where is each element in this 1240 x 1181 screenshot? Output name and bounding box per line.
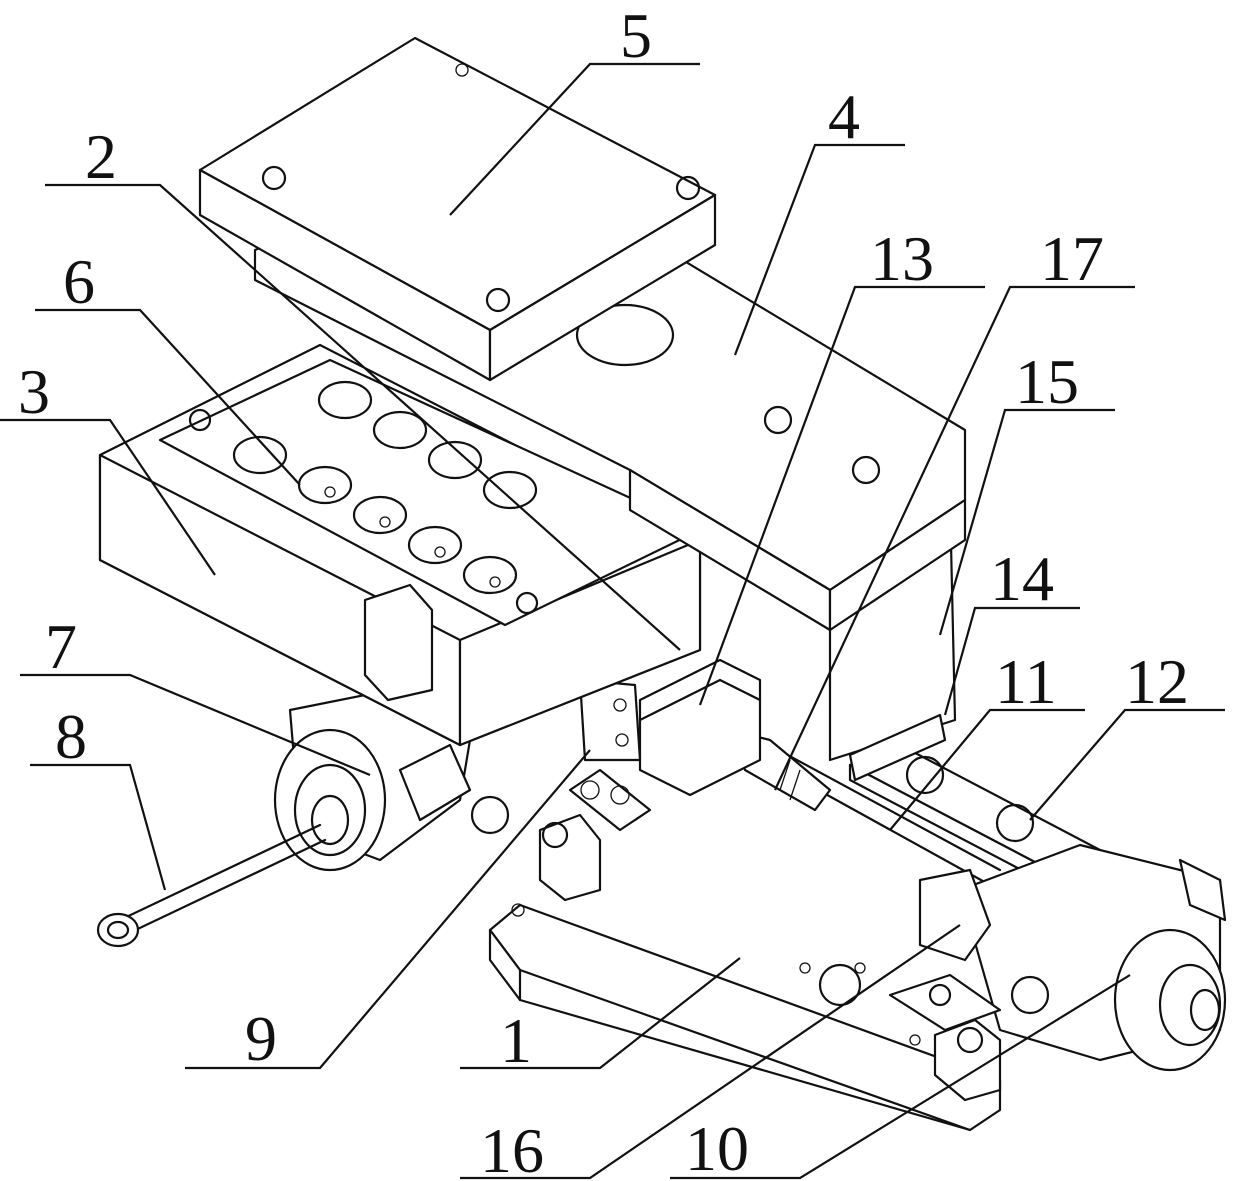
label-9: 9 [245, 1003, 277, 1074]
switch-9 [570, 680, 650, 830]
label-6: 6 [63, 246, 95, 317]
label-8: 8 [55, 701, 87, 772]
label-3: 3 [18, 356, 50, 427]
label-12: 12 [1125, 646, 1189, 717]
right-motor [960, 845, 1225, 1070]
label-11: 11 [995, 646, 1057, 717]
label-16: 16 [480, 1115, 544, 1181]
label-15: 15 [1015, 346, 1079, 417]
label-5: 5 [620, 0, 652, 71]
block-13 [640, 660, 760, 795]
label-17: 17 [1040, 223, 1104, 294]
label-2: 2 [85, 121, 117, 192]
label-14: 14 [990, 543, 1054, 614]
label-10: 10 [685, 1113, 749, 1181]
label-7: 7 [45, 611, 77, 682]
label-1: 1 [500, 1005, 532, 1076]
label-13: 13 [870, 223, 934, 294]
label-4: 4 [828, 81, 860, 152]
left-bracket [540, 815, 600, 900]
